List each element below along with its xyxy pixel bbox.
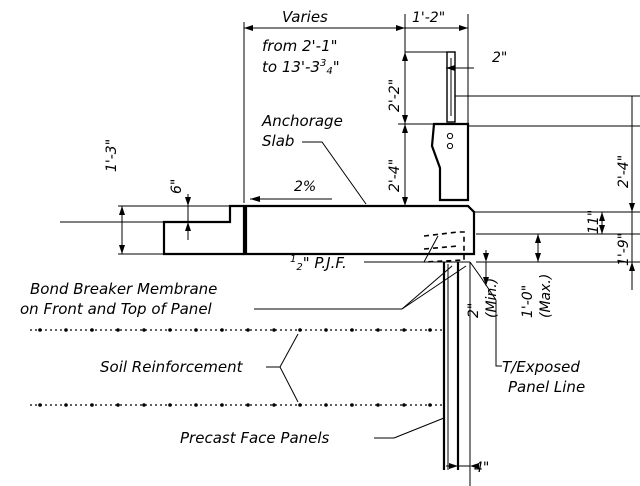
- precast-label: Precast Face Panels: [180, 429, 330, 447]
- t-exposed-callout: T/Exposed Panel Line: [495, 300, 585, 396]
- pjf-joint: 12" P.J.F.: [290, 231, 465, 273]
- min-note: (Min.): [484, 278, 500, 318]
- railing-post: 2": [446, 50, 640, 123]
- soil-dots: [38, 328, 432, 407]
- barrier-height-dim: 2'-4": [387, 159, 403, 192]
- step-dim: 6": [169, 179, 185, 194]
- left-height-dim: 1'-3": [104, 139, 120, 172]
- bond-breaker-label-2: on Front and Top of Panel: [20, 300, 213, 318]
- panel-thickness-dim: 4": [446, 460, 489, 476]
- right-upper-dim: 2'-4": [616, 155, 632, 188]
- anchorage-slab: [60, 204, 476, 256]
- anchorage-label-1: Anchorage: [261, 112, 343, 130]
- bond-breaker-callout: Bond Breaker Membrane on Front and Top o…: [20, 265, 467, 318]
- varies-dimension: Varies 1'-2" from 2'-1" to 13'-334": [243, 8, 469, 203]
- panel-thickness-label: 4": [474, 460, 489, 476]
- max-note: (Max.): [538, 274, 554, 318]
- pjf-label: 12" P.J.F.: [290, 254, 347, 273]
- barrier: [430, 122, 640, 202]
- left-dimensions: 1'-3" 6": [104, 139, 191, 254]
- soil-reinforcement: Soil Reinforcement: [30, 328, 444, 407]
- slope-label: 2%: [294, 179, 316, 195]
- right-dimensions: 2'-4" 1'-9" 11": [474, 96, 640, 290]
- bond-breaker-label-1: Bond Breaker Membrane: [30, 280, 217, 298]
- t-exposed-label-2: Panel Line: [508, 378, 585, 396]
- right-11-dim: 11": [586, 210, 602, 234]
- anchorage-label-2: Slab: [262, 132, 294, 150]
- slope-and-anchorage-label: Anchorage Slab 2%: [250, 112, 367, 205]
- soil-reinforcement-label: Soil Reinforcement: [100, 358, 244, 376]
- precast-panel: [442, 261, 497, 486]
- right-total-dim: 1'-9": [616, 233, 632, 266]
- post-height-dimensions: 2'-2" 2'-4": [387, 51, 448, 206]
- varies-to-label: to 13'-334": [262, 58, 340, 77]
- max-dim: 1'-0": [520, 285, 536, 318]
- precast-callout: Precast Face Panels: [180, 417, 445, 447]
- varies-label: Varies: [282, 8, 328, 26]
- min-dim: 2": [466, 303, 482, 318]
- top-width-dim: 1'-2": [412, 10, 445, 26]
- t-exposed-label-1: T/Exposed: [502, 358, 580, 376]
- min-max-dimensions: 2" (Min.) 1'-0" (Max.): [466, 234, 554, 318]
- varies-from-label: from 2'-1": [262, 37, 338, 55]
- post-height-dim: 2'-2": [387, 79, 403, 112]
- post-width-dim: 2": [492, 50, 507, 66]
